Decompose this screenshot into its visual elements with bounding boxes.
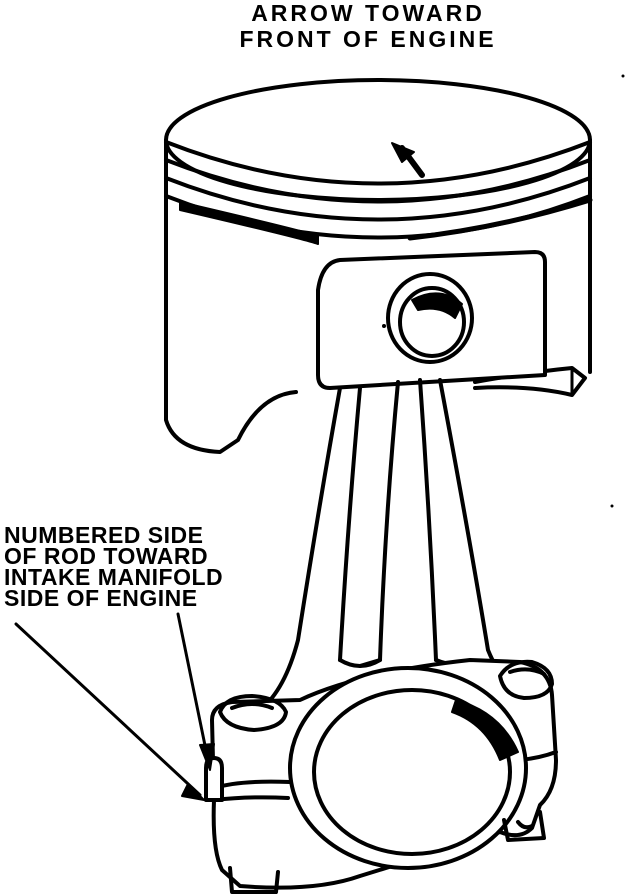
numbered-side-line-1: NUMBERED SIDE (4, 522, 204, 548)
ring-groove-2 (164, 158, 592, 204)
ring-groove-1 (164, 140, 592, 186)
numbered-side-line-2: OF ROD TOWARD (4, 543, 209, 569)
numbered-side-callout-label: NUMBERED SIDE OF ROD TOWARD INTAKE MANIF… (4, 522, 224, 611)
piston (164, 74, 625, 508)
cap-bolt-left (228, 866, 280, 894)
leader-lines (14, 612, 215, 801)
rod-big-end (204, 658, 558, 894)
front-arrow-icon (391, 142, 425, 178)
crank-bore (288, 666, 528, 870)
oil-ring-shade (179, 201, 319, 245)
arrow-callout-label: ARROW TOWARD FRONT OF ENGINE (198, 2, 538, 54)
arrow-callout-line-2: FRONT OF ENGINE (239, 26, 497, 52)
piston-skirt (164, 138, 298, 454)
cap-bolt-right (502, 810, 546, 842)
numbered-side-line-4: SIDE OF ENGINE (4, 585, 198, 611)
ring-groove-3 (164, 176, 592, 222)
arrow-callout-line-1: ARROW TOWARD (251, 0, 485, 26)
numbered-side-line-3: INTAKE MANIFOLD (4, 564, 224, 590)
